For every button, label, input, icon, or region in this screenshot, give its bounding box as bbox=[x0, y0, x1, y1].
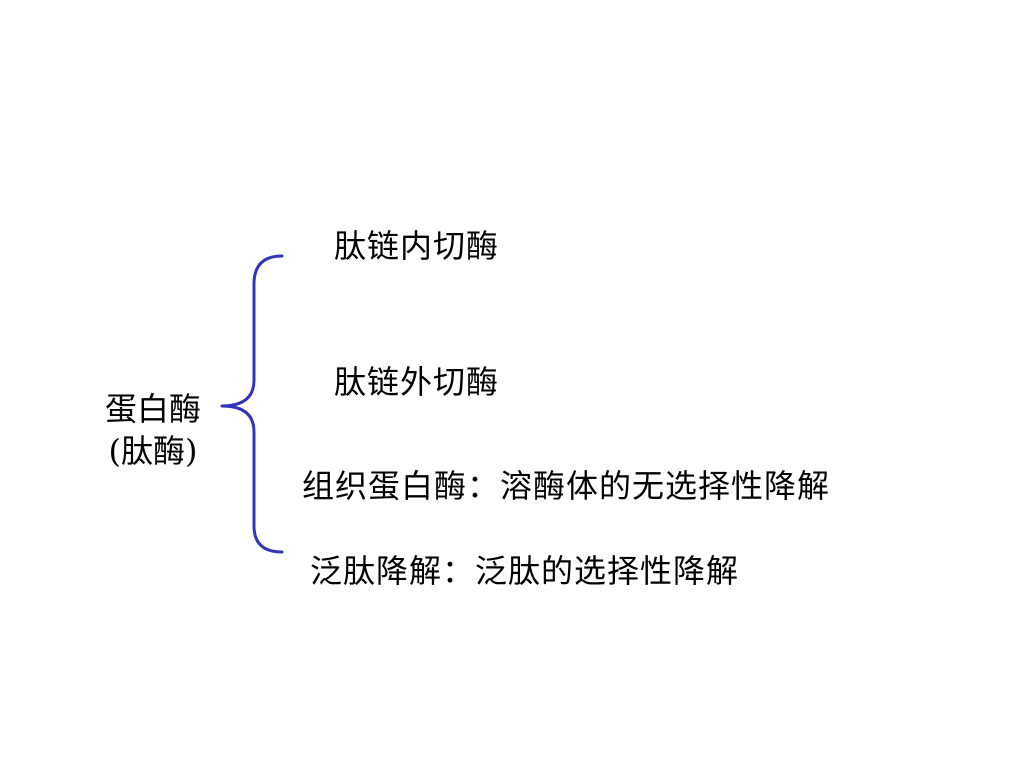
root-subtitle: (肽酶) bbox=[108, 432, 198, 470]
root-title: 蛋白酶 bbox=[104, 390, 201, 428]
branch-ubiquitin-degradation: 泛肽降解：泛肽的选择性降解 bbox=[310, 552, 740, 590]
branch-exopeptidase: 肽链外切酶 bbox=[334, 363, 500, 401]
root-node-label: 蛋白酶 (肽酶) bbox=[88, 388, 218, 472]
branch-cathepsin: 组织蛋白酶：溶酶体的无选择性降解 bbox=[302, 467, 831, 505]
brace-path bbox=[220, 254, 284, 554]
branch-endopeptidase: 肽链内切酶 bbox=[334, 227, 500, 265]
